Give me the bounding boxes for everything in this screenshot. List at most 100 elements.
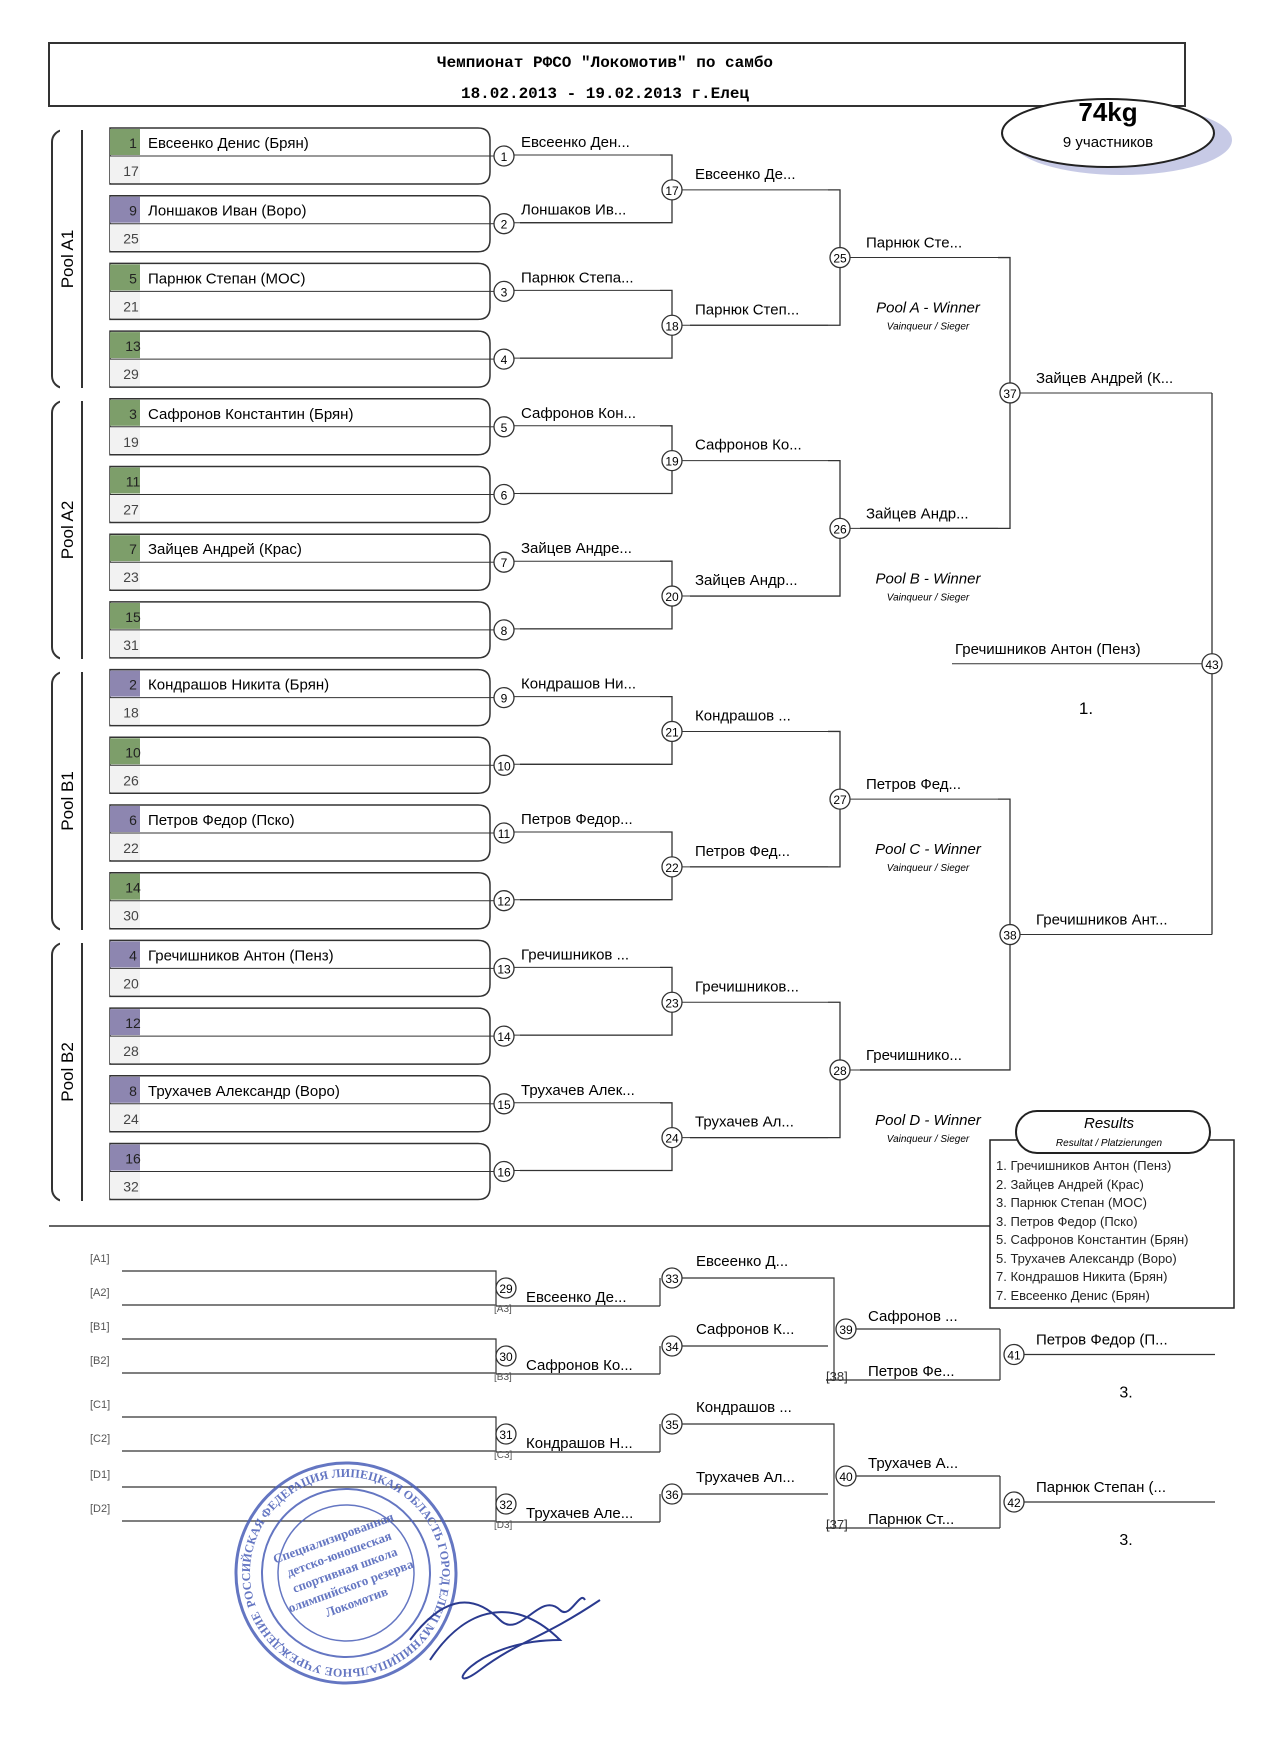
- seed-color-tag: [110, 941, 140, 968]
- match-number: 18: [665, 319, 679, 333]
- seed-number: 8: [129, 1083, 137, 1099]
- seed-number: 24: [123, 1111, 139, 1127]
- seed-number: 19: [123, 434, 139, 450]
- seed-color-tag: [110, 129, 140, 155]
- result-item: 3. Парнюк Степан (МОС): [996, 1195, 1147, 1210]
- match-number: 28: [833, 1064, 847, 1078]
- page-title: Чемпионат РФСО "Локомотив" по самбо: [437, 54, 773, 72]
- seed-number: 29: [123, 366, 139, 382]
- athlete-name: Петров Федор (Пско): [148, 812, 295, 829]
- seed-number: 27: [123, 502, 139, 518]
- match-number: 13: [497, 962, 511, 976]
- match-winner: Зайцев Андр...: [695, 572, 798, 589]
- pool-label-2: Pool A2: [58, 501, 77, 560]
- pool-label-3: Pool B1: [58, 771, 77, 831]
- seed-number: 7: [129, 541, 137, 557]
- participants-count: 9 участников: [1063, 134, 1153, 151]
- match-winner: Парнюк Сте...: [866, 235, 962, 252]
- seed-number: 20: [123, 975, 139, 991]
- match-number: 1: [501, 150, 508, 164]
- repechage-label: [C3]: [494, 1450, 513, 1461]
- seed-color-tag: [110, 399, 140, 426]
- repechage-label: [D3]: [494, 1520, 513, 1531]
- result-item: 2. Зайцев Андрей (Крас): [996, 1176, 1144, 1192]
- seed-color-tag: [110, 264, 140, 291]
- match-winner: Зайцев Андрей (К...: [1036, 370, 1173, 387]
- repechage-seed-label: [B1]: [90, 1321, 110, 1333]
- match-number: 32: [499, 1498, 513, 1512]
- match-circle: [493, 619, 515, 641]
- participant-slot: 11 27 6: [109, 465, 660, 524]
- result-item: 1. Гречишников Антон (Пенз): [996, 1158, 1172, 1173]
- seed-number: 14: [125, 880, 141, 896]
- seed-number: 31: [123, 637, 139, 653]
- pool-label-1: Pool A1: [58, 230, 77, 289]
- results-title: Results: [1084, 1115, 1135, 1132]
- repechage-seed-label: [C2]: [90, 1433, 110, 1445]
- seed-color-tag: [110, 196, 140, 223]
- match-number: 17: [665, 184, 679, 198]
- seed-number: 16: [125, 1151, 141, 1167]
- match-number: 23: [665, 996, 679, 1010]
- pool-winner-label: Pool A - Winner: [876, 300, 981, 317]
- seed-color-tag: [110, 467, 140, 494]
- seed-color-tag: [110, 332, 140, 359]
- pool-winner-sublabel: Vainqueur / Sieger: [887, 322, 970, 333]
- seed-number: 28: [123, 1043, 139, 1059]
- match-circle: [495, 1493, 517, 1515]
- match-circle: [493, 348, 515, 370]
- seed-number: 22: [123, 840, 139, 856]
- place-label: 1.: [1079, 699, 1093, 718]
- seed-color-tag: [110, 1009, 140, 1036]
- match-number: 7: [501, 556, 508, 570]
- match-number: 24: [665, 1132, 679, 1146]
- seed-number: 26: [123, 772, 139, 788]
- match-winner: Зайцев Андр...: [866, 505, 969, 522]
- signature: [409, 1596, 601, 1680]
- match-circle: [495, 1345, 517, 1367]
- result-item: 5. Трухачев Александр (Воро): [996, 1250, 1177, 1266]
- repechage-label: [38]: [826, 1369, 848, 1384]
- bronze-winner: Петров Федор (П...: [1036, 1332, 1168, 1349]
- athlete-name: Гречишников Антон (Пенз): [148, 947, 334, 964]
- match-number: 38: [1003, 929, 1017, 943]
- repechage-seed-label: [A2]: [90, 1287, 110, 1299]
- seed-color-tag: [110, 806, 140, 832]
- seed-number: 11: [126, 474, 141, 490]
- match-number: 14: [497, 1030, 511, 1044]
- bronze-winner: Парнюк Степан (...: [1036, 1479, 1166, 1496]
- repechage-seed-label: [D1]: [90, 1469, 110, 1481]
- seed-number: 23: [123, 569, 139, 585]
- match-number: 34: [665, 1340, 679, 1354]
- result-item: 7. Евсеенко Денис (Брян): [996, 1287, 1150, 1303]
- match-number: 35: [665, 1418, 679, 1432]
- match-number: 30: [499, 1350, 513, 1364]
- seed-number: 10: [125, 744, 141, 760]
- match-circle: [493, 483, 515, 506]
- match-winner: Гречишников ...: [521, 946, 629, 963]
- seed-number: 18: [123, 705, 139, 721]
- seed-color-tag: [110, 1144, 140, 1171]
- match-number: 9: [501, 692, 508, 706]
- match-winner: Сафронов Ко...: [695, 437, 802, 454]
- match-number: 6: [501, 489, 508, 503]
- repechage-name: Евсеенко Д...: [696, 1253, 788, 1270]
- match-winner: Трухачев Алек...: [521, 1082, 635, 1099]
- match-circle: [493, 686, 515, 709]
- match-circle: [493, 890, 515, 912]
- match-winner: Петров Федор...: [521, 811, 633, 828]
- repechage-name: Трухачев А...: [868, 1455, 958, 1472]
- seed-number: 6: [129, 812, 137, 828]
- match-number: 27: [833, 793, 847, 807]
- match-winner: Гречишнико...: [866, 1047, 962, 1064]
- match-number: 21: [665, 725, 679, 739]
- match-winner: Зайцев Андре...: [521, 540, 632, 557]
- results-box: [989, 1139, 1235, 1309]
